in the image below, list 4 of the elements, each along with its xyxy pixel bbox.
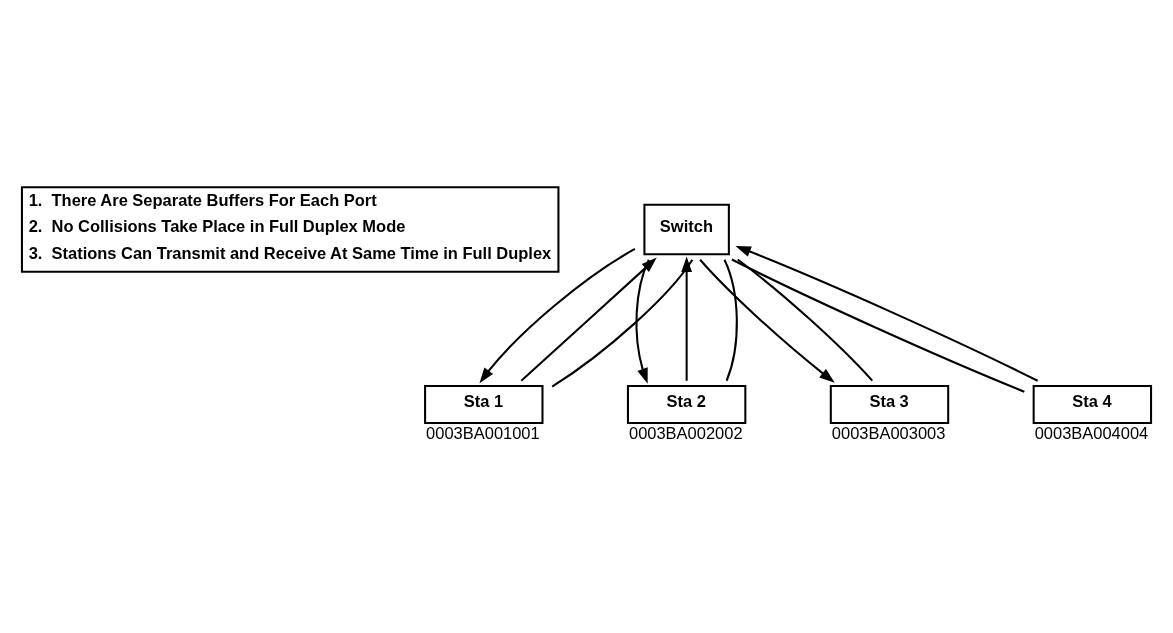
node-label: 0003BA002002 xyxy=(628,424,743,443)
node-label: 0003BA004004 xyxy=(1034,424,1149,443)
node-label: 0003BA001001 xyxy=(426,424,540,443)
node-label: 0003BA003003 xyxy=(831,424,946,443)
